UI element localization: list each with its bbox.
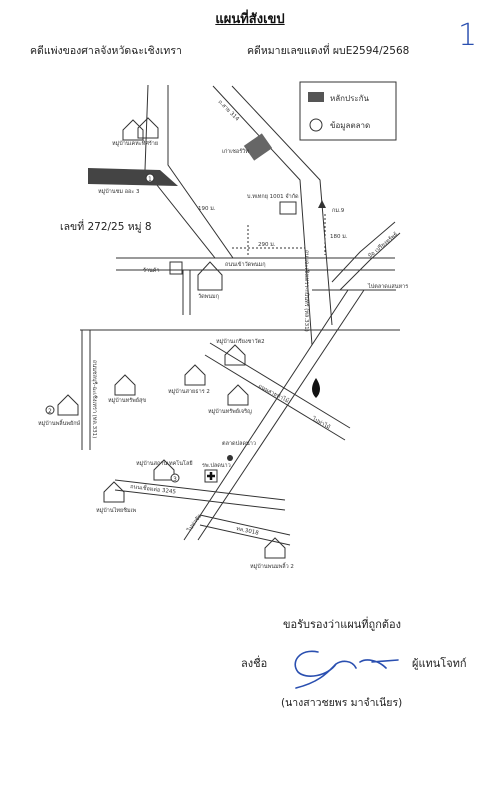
svg-text:2: 2 [48, 408, 52, 415]
label-road-bottom2: ทล.3018 [236, 526, 260, 537]
village-house-icon [224, 344, 246, 366]
label-dist-190: 190 ม. [198, 206, 216, 212]
upper-roads [116, 84, 401, 346]
label-village-e: หมู่บ้านพลิ้นพยักษ์ [38, 419, 81, 427]
temple-icon [197, 261, 223, 291]
label-road-mid: ถนนเข้าวัดพนมกุ [225, 261, 266, 268]
signature [294, 650, 399, 689]
village-house-icon [103, 481, 125, 503]
case-number-line: คดีหมายเลขแดงที่ ผบE2594/2568 [247, 45, 410, 57]
village-house-icon [57, 394, 79, 416]
label-bridge: ป้อ เปรียงทรัพย์ [367, 231, 399, 260]
sign-label: ลงชื่อ [241, 657, 268, 670]
page-number: 1 [458, 18, 478, 53]
village-house-icon [122, 119, 144, 141]
market-marker-2 [45, 405, 55, 415]
collateral-plot: 1 [88, 168, 178, 186]
village-house-icon [137, 117, 159, 139]
label-village-d: หมู่บ้านทรัพย์สุข [108, 397, 146, 404]
label-go-road: ไปท่าชัย [185, 513, 203, 534]
label-village-top: หมู่บ้านเคหะทิศร้าย [112, 140, 158, 147]
clinic-cross-icon [207, 472, 215, 480]
court-line: คดีแพ่งของศาลจังหวัดฉะเชิงเทรา [30, 45, 182, 57]
plot-number: เลขที่ 272/25 หมู่ 8 [60, 221, 152, 233]
label-highway-main: ถนนฉะเชิงเทรา-กบินทร์ (ทล.331) [303, 250, 310, 332]
village-house-icon [114, 374, 136, 396]
certify-text: ขอรับรองว่าแผนที่ถูกต้อง [283, 618, 402, 631]
lower-roads [80, 289, 400, 546]
legend-collateral-label: หลักประกัน [330, 94, 370, 103]
collateral-swatch [308, 92, 324, 102]
label-dist-180: 180 ม. [330, 234, 348, 240]
shrine-icon [318, 200, 326, 208]
old-factory-block [243, 133, 273, 161]
map-legend: หลักประกัน ข้อมูลตลาด [299, 81, 397, 141]
market-marker-1 [145, 173, 155, 183]
label-temple-top: กม.9 [332, 208, 345, 214]
gas-station-icon [312, 378, 320, 398]
owner-label: ผู้แทนโจทก์ [412, 657, 467, 670]
label-village-b: หมู่บ้านสายธาร 2 [168, 388, 210, 395]
label-village-g: หมู่บ้านไทยชิมเพ [96, 507, 136, 514]
svg-text:3: 3 [173, 476, 177, 483]
label-road-left: ถนนชลบุรี-ฉะเชิงเทรา (ทล.331) [91, 360, 98, 438]
label-company: บ.ทเทกยุ 1001 จำกัด [247, 193, 299, 200]
svg-text:1: 1 [148, 176, 152, 183]
label-road-top: ถ.สาย 314 [217, 98, 241, 122]
shop-building-icon [169, 261, 183, 275]
label-dist-290: 290 ม. [258, 242, 276, 248]
label-village-h: หมู่บ้านพนมพลิ้ว 2 [250, 562, 294, 570]
label-old-factory: เก่าเชอร์วิท [222, 148, 249, 155]
page-title: แผนที่สังเขป [215, 12, 285, 27]
label-road-diag2: ไปท่าไม้ [310, 415, 332, 431]
label-clinic: รพ.ปลดนาว [202, 462, 231, 469]
market-dot-icon [227, 455, 233, 461]
label-shop: ร้านค้า [143, 267, 160, 274]
clinic-box [204, 469, 218, 483]
label-temple: วัดพนมกุ [198, 293, 219, 300]
village-house-icon [184, 364, 206, 386]
company-building-icon [279, 201, 297, 215]
village-house-icon [264, 537, 286, 559]
market-marker-3 [170, 473, 180, 483]
market-swatch [309, 118, 323, 132]
label-village-c: หมู่บ้านทรัพย์เจริญ [208, 408, 252, 415]
signer-name: (นางสาวชยพร มาจำเนียร) [281, 697, 403, 709]
label-village-a: หมู่บ้านเกรียงชาวัต2 [216, 338, 265, 345]
legend-market-label: ข้อมูลตลาด [330, 121, 370, 131]
label-market-road: ไปตลาดแสนหาร [367, 283, 408, 290]
label-village-plot: หมู่บ้านชม ออะ 3 [98, 188, 140, 195]
label-village-f: หมู่บ้านสถานเทคโนโลยี [136, 459, 193, 467]
village-house-icon [227, 384, 249, 406]
label-market: ตลาดปลดนาว [222, 440, 256, 447]
